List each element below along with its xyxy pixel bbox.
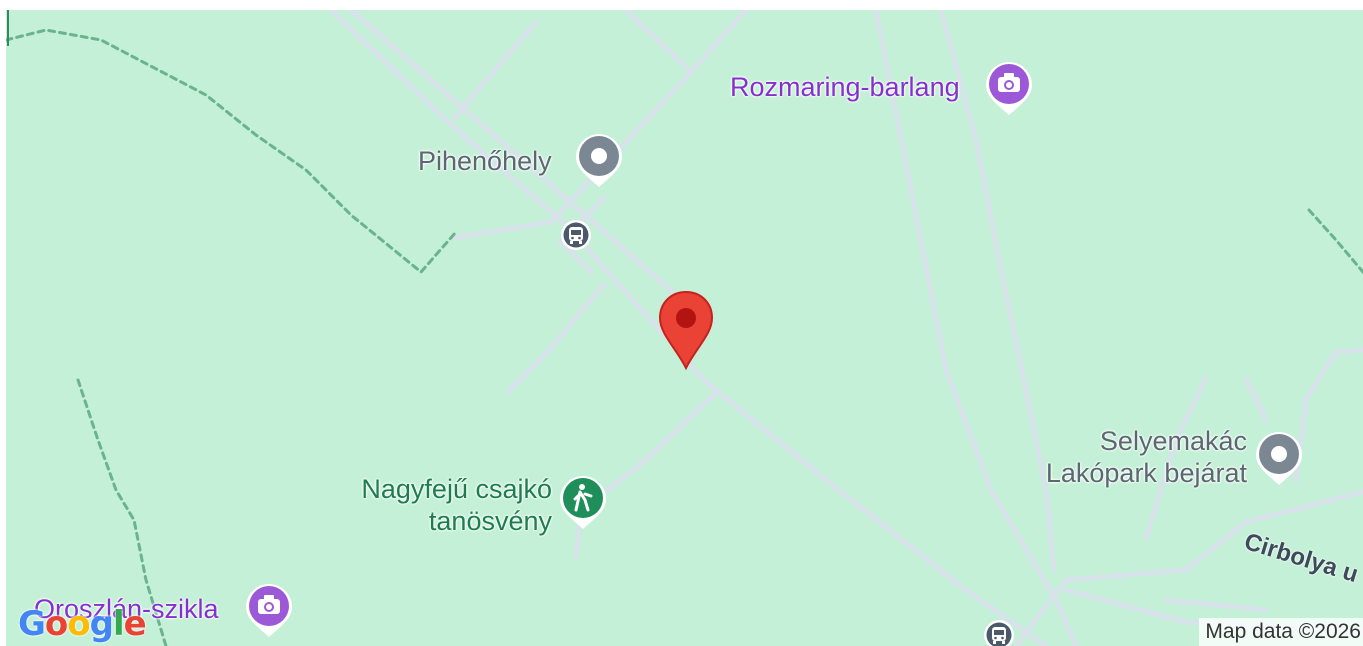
road	[451, 69, 694, 241]
road	[1143, 375, 1209, 541]
logo-letter: g	[89, 604, 114, 644]
poi-pihenohely[interactable]: Pihenőhely	[418, 132, 628, 188]
hiking-icon	[560, 476, 606, 529]
road	[1013, 489, 1363, 646]
road	[558, 195, 607, 275]
trail	[6, 28, 458, 275]
logo-letter: o	[67, 604, 90, 644]
poi-label: Pihenőhely	[418, 146, 552, 176]
google-logo: Google	[18, 604, 147, 644]
logo-letter: l	[112, 604, 125, 644]
poi-label: Oroszlán-szikla	[34, 594, 219, 624]
logo-letter: G	[18, 604, 46, 644]
bus-icon[interactable]	[559, 218, 593, 252]
place-icon	[576, 134, 622, 187]
poi-rozmaring-barlang[interactable]: Rozmaring-barlang	[730, 60, 1040, 116]
trail	[1307, 208, 1363, 274]
map-attribution[interactable]: Map data ©2026	[1199, 618, 1363, 646]
logo-letter: e	[123, 604, 147, 644]
poi-label: Rozmaring-barlang	[730, 72, 960, 102]
road	[873, 10, 1079, 646]
logo-letter: o	[44, 604, 68, 644]
road	[623, 10, 749, 75]
poi-label: Nagyfejű csajkó	[361, 474, 552, 504]
poi-oroszlan-szikla[interactable]: Oroszlán-szikla	[34, 582, 296, 638]
camera-icon	[246, 584, 292, 637]
road	[328, 10, 1049, 646]
place-icon	[1256, 432, 1302, 485]
map-pin-icon[interactable]	[657, 290, 715, 372]
poi-label: Selyemakác	[1099, 426, 1247, 456]
road	[505, 281, 607, 395]
poi-selyemakac-lakopark-bejarat[interactable]: Selyemakác Lakópark bejárat	[1022, 426, 1307, 492]
map-roads-layer	[6, 10, 1363, 646]
camera-icon	[986, 62, 1032, 115]
road	[573, 391, 717, 559]
bus-icon[interactable]	[982, 618, 1016, 646]
map-canvas[interactable]: Rozmaring-barlang Pihenőhely Nagyfejű cs…	[6, 10, 1363, 646]
poi-label-line2: tanösvény	[428, 506, 552, 536]
poi-label-line2: Lakópark bejárat	[1045, 458, 1247, 488]
poi-nagyfeju-csajko-tanosveny[interactable]: Nagyfejű csajkó tanösvény	[336, 472, 608, 538]
road	[1243, 375, 1269, 423]
road	[1293, 347, 1363, 483]
trail	[76, 378, 168, 646]
road	[451, 19, 539, 121]
road	[938, 10, 1057, 573]
road	[348, 10, 694, 311]
road	[1163, 597, 1269, 613]
